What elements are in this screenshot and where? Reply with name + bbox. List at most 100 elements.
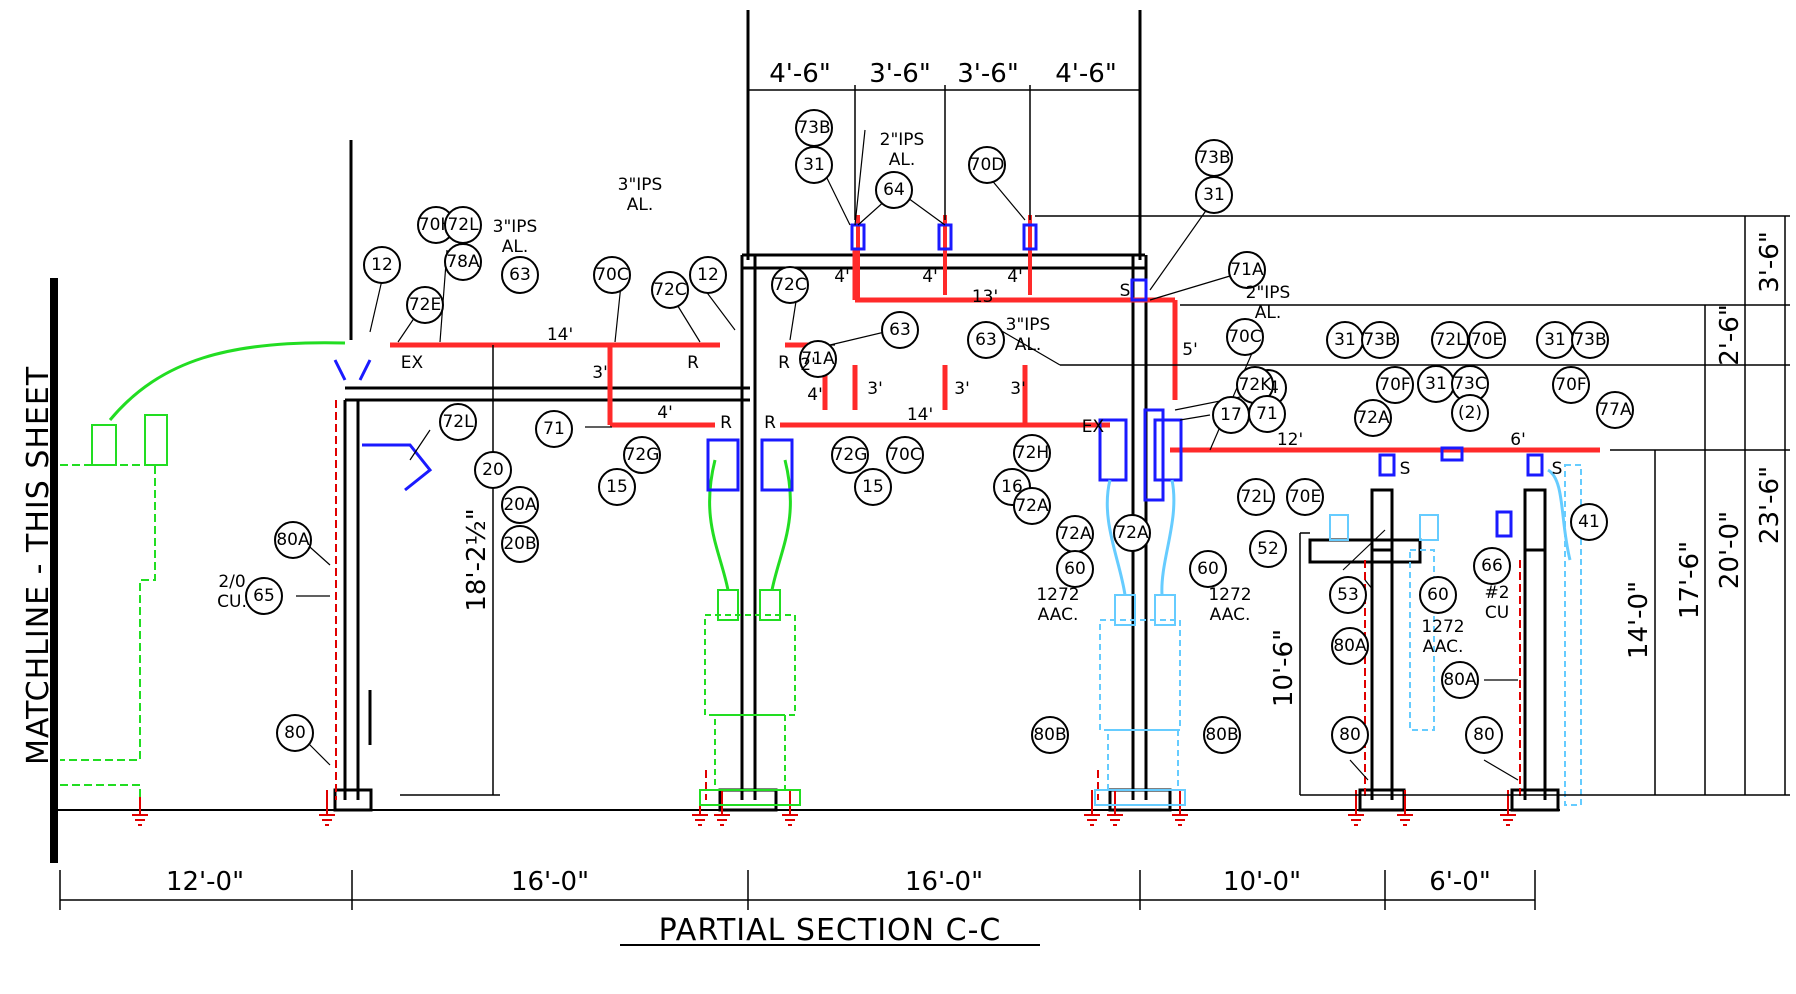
callout-bubble-label: 72C [653,280,687,300]
callout-bubble-label: 31 [1334,330,1356,350]
callout-bubble-label: 64 [883,180,905,200]
callout-bubble: 73C [1451,365,1489,403]
callout-bubble: 70F [1376,366,1414,404]
callout-bubble: 31 [1417,365,1455,403]
marker-r-1: R [687,353,699,373]
callout-bubble: 72C [651,271,689,309]
dim-right-1: 3'-6" [1755,231,1785,293]
callout-bubble-label: 70F [1379,375,1410,395]
callout-bubble-circle [1189,550,1227,588]
callout-bubble-circle [1376,366,1414,404]
pipe-note-4-l1: 3"IPS [1006,315,1051,335]
callout-bubble-circle [1354,399,1392,437]
bus-length-labels: 14' 3' 4' 2' 4' 3' 14' 3' 3' 4' 4' 4' 13… [547,267,1526,450]
marker-r-4: R [764,413,776,433]
callout-bubble-circle [501,256,539,294]
conductor-note-1-l2: CU. [217,592,247,612]
callout-bubble-circle [623,436,661,474]
vertical-bus-drops [856,215,1032,300]
callout-bubble-circle [1329,576,1367,614]
bus-dim-10: 4' [834,267,850,287]
callout-bubble-label: 73B [1573,330,1606,350]
dim-right-2: 2'-6" [1715,304,1745,366]
marker-s-1: S [1120,281,1131,301]
callout-bubble-circle [1249,530,1287,568]
callout-bubble: 31 [795,146,833,184]
callout-bubble: 70E [1286,478,1324,516]
callout-bubble-label: 72G [625,445,660,465]
callout-bubble-circle [439,403,477,441]
callout-bubble-label: 16 [1001,477,1023,497]
callout-bubble-label: 72A [1058,524,1092,544]
bus-dim-2: 3' [592,363,608,383]
callout-bubble-label: 78A [446,252,480,272]
callout-bubble-circle [501,525,539,563]
callout-bubble-label: 20B [503,534,536,554]
callout-bubble-circle [689,256,727,294]
callout-bubble: 73B [1571,321,1609,359]
callout-bubble-label: 73B [1197,148,1230,168]
callout-bubble: 60 [1056,550,1094,588]
callout-bubble-label: 52 [1257,539,1279,559]
callout-bubble: 72L [1431,321,1469,359]
callout-bubble-label: 77A [1598,400,1632,420]
connector-markers: EX R R R R S EX S S [401,281,1563,479]
callout-bubble-circle [1596,391,1634,429]
callout-bubble-label: 72K [1239,375,1273,395]
callout-bubble-label: 17 [1220,405,1242,425]
callout-bubble: 72L [439,403,477,441]
callout-bubble-circle [967,321,1005,359]
callout-bubble-label: 73B [1363,330,1396,350]
callout-bubble: (2) [1451,394,1489,432]
callout-bubble-label: 15 [606,477,628,497]
dimension-lines [59,85,1790,946]
dim-top-2: 3'-6" [869,59,931,89]
callout-bubble-label: 12 [371,255,393,275]
pipe-note-4-l2: AL. [1015,335,1042,355]
conductor-notes: 2/0 CU. 1272 AAC. 1272 AAC. 1272 AAC. #2… [217,572,1509,657]
callout-bubble: 64 [875,171,913,209]
callout-bubble-circle [274,521,312,559]
callout-bubble: 73B [795,109,833,147]
leader-lines [296,129,1519,781]
callout-bubble-label: 72H [1015,443,1049,463]
callout-bubble-circle [1361,321,1399,359]
callout-bubble-label: 20 [482,460,504,480]
callout-bubble: 72A [1113,514,1151,552]
callout-bubble-circle [1031,716,1069,754]
marker-ex-left: EX [401,353,424,373]
callout-bubble-label: 70D [970,155,1005,175]
callout-bubble-label: 70C [888,445,922,465]
callout-bubble: 72G [831,436,869,474]
callout-bubble-label: 31 [803,155,825,175]
bus-dim-4: 2' [800,355,816,375]
callout-bubble-label: 63 [889,320,911,340]
conductor-note-4-l2: AAC. [1423,637,1464,657]
rigid-bus [390,250,1600,453]
bus-dim-8: 3' [954,379,970,399]
right-dimensions: 3'-6" 2'-6" 23'-6" 20'-0" 17'-6" 14'-0" … [1269,231,1785,707]
callout-bubble-label: 65 [253,586,275,606]
conductor-note-4-l1: 1272 [1421,617,1464,637]
callout-bubble-circle [651,271,689,309]
callout-bubble-label: 80A [1333,636,1367,656]
callout-bubble-label: 31 [1203,185,1225,205]
pipe-note-2-l2: AL. [627,195,654,215]
callout-bubble: 80A [274,521,312,559]
callout-bubble: 80 [1331,716,1369,754]
callout-bubble-circle [363,246,401,284]
callout-bubble-label: 72A [1115,523,1149,543]
cyan-equipment [1094,464,1582,806]
callout-bubble-label: 53 [1337,585,1359,605]
callout-bubble-circle [1056,550,1094,588]
dim-bottom-2: 16'-0" [511,867,589,897]
callout-bubble-circle [1331,716,1369,754]
callout-bubble: 71 [535,410,573,448]
marker-ex-right: EX [1082,417,1105,437]
callout-bubble: 31 [1195,176,1233,214]
callout-bubble-label: 72L [442,412,474,432]
callout-bubble: 72H [1013,434,1051,472]
callout-bubble: 70D [968,146,1006,184]
callout-bubble-circle [474,451,512,489]
conductor-note-5-l1: #2 [1484,583,1509,603]
